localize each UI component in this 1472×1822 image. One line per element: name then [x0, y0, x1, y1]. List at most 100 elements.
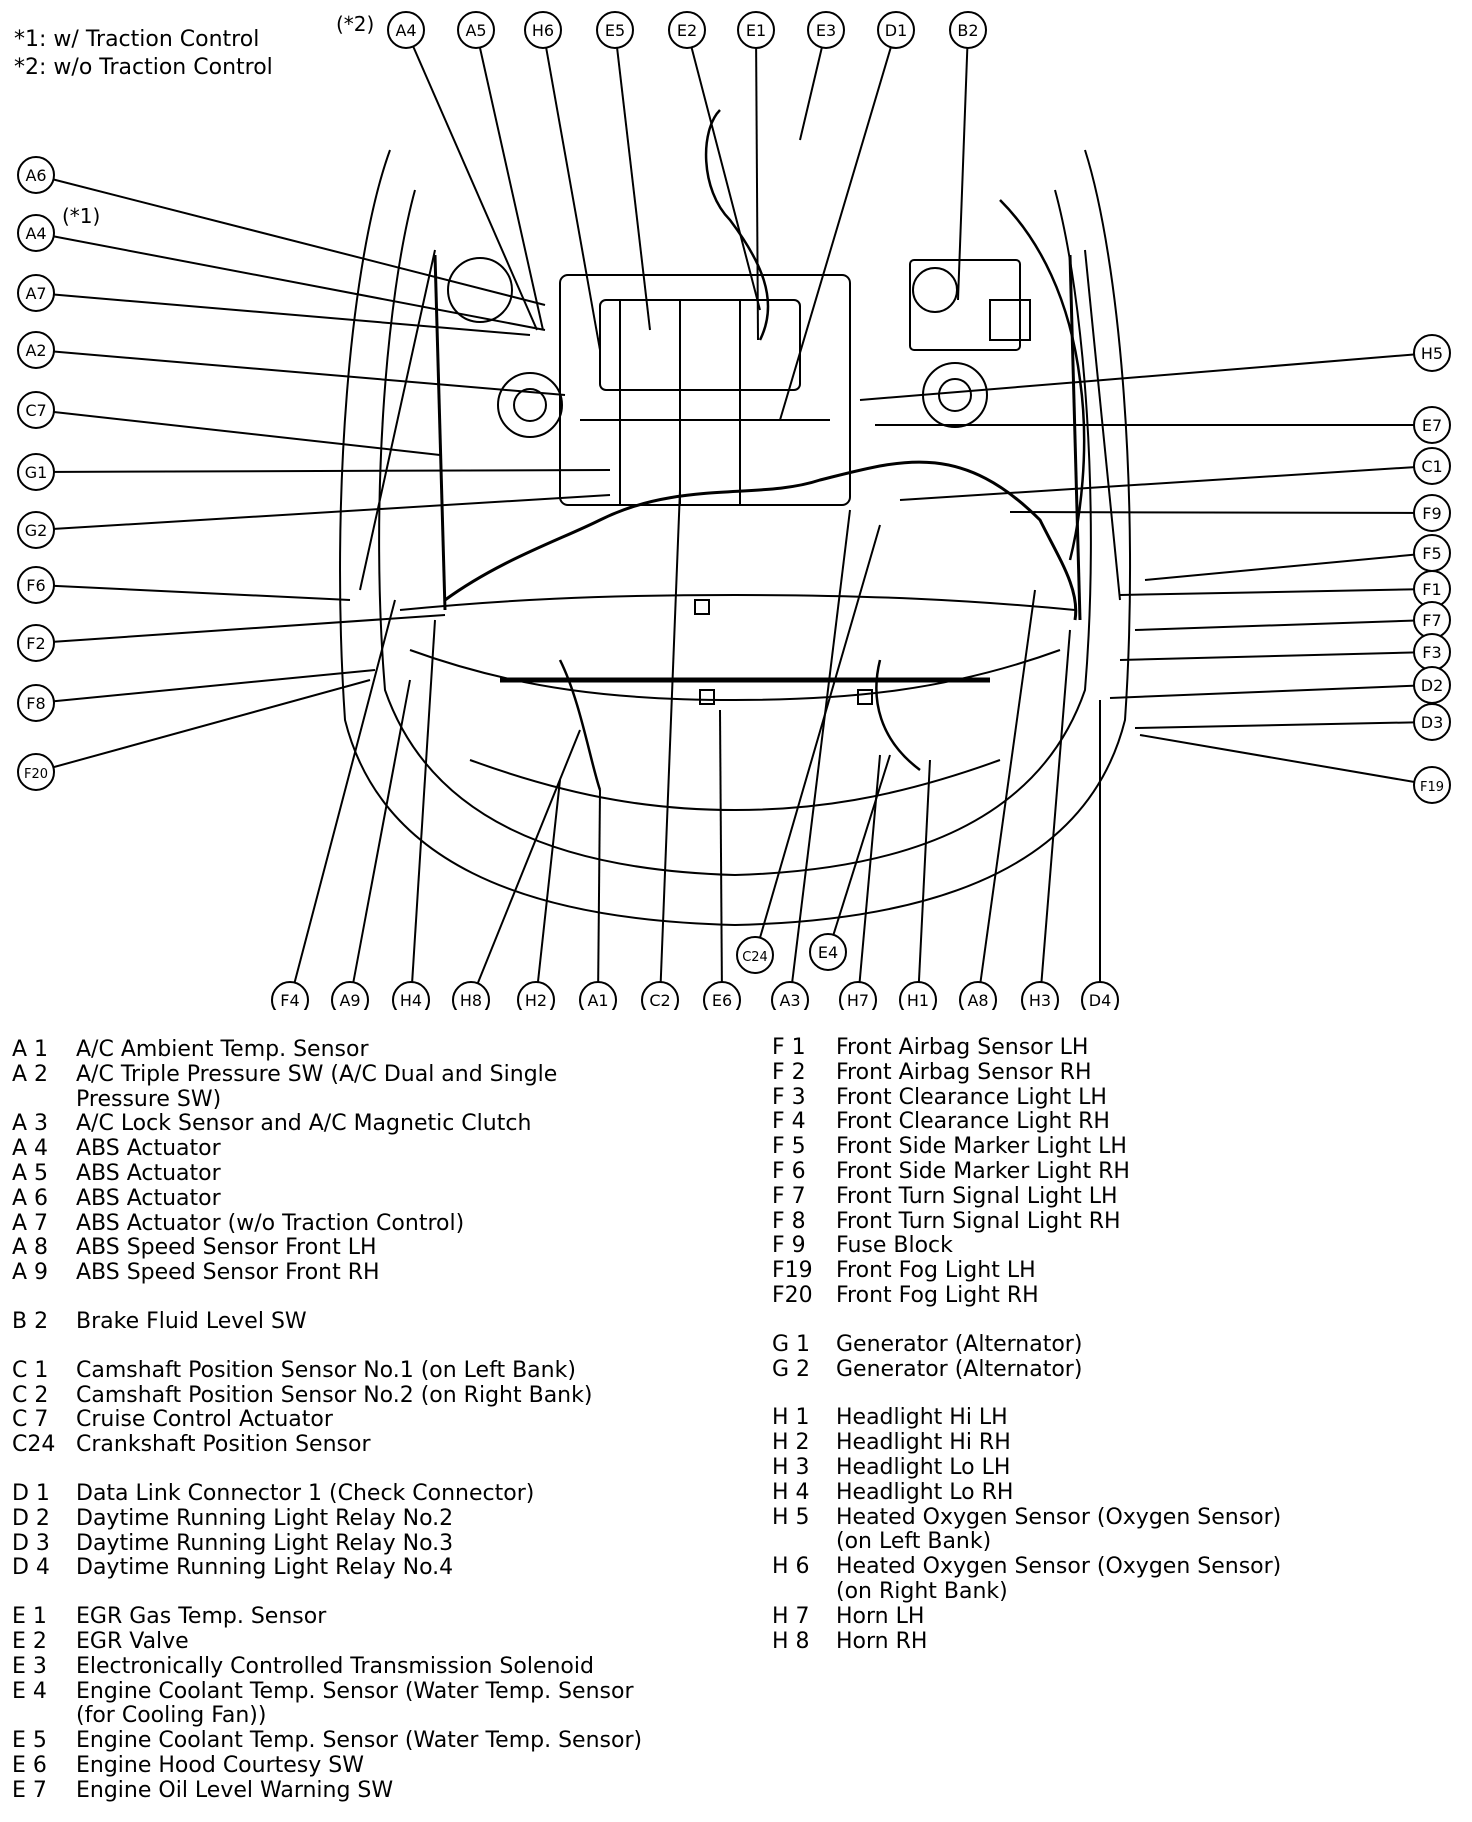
legend-code: E 2: [12, 1628, 47, 1654]
legend-description: A/C Triple Pressure SW (A/C Dual and Sin…: [76, 1061, 558, 1112]
callout-circle: [899, 981, 937, 1010]
legend-code: A 1: [12, 1037, 49, 1062]
front-lower-edge: [469, 759, 1001, 812]
callout-label: C2: [649, 991, 670, 1010]
callout-circle: [1413, 703, 1451, 741]
footnote-2: *2: w/o Traction Control: [14, 55, 273, 80]
callout-f20: F20: [17, 753, 55, 791]
leader-line-a9: [349, 679, 411, 1001]
legend-description: Fuse Block: [836, 1233, 953, 1259]
callout-circle: [392, 981, 430, 1010]
callout-label: D1: [885, 21, 908, 40]
legend-code: H 8: [772, 1628, 810, 1654]
brake-reservoir: [447, 257, 513, 323]
callout-g1: G1: [17, 453, 55, 491]
callout-h6: H6: [524, 11, 562, 49]
callout-h7: H7: [839, 981, 877, 1010]
legend-description: Camshaft Position Sensor No.1 (on Left B…: [76, 1357, 576, 1383]
legend-code: H 5: [772, 1504, 810, 1530]
legend-left-entry: D 4 Daytime Running Light Relay No.4: [12, 1556, 742, 1581]
legend-code: D 1: [12, 1480, 50, 1506]
callout-label: F20: [24, 767, 48, 782]
legend-code: E 6: [12, 1752, 47, 1778]
legend-code: D 3: [12, 1530, 50, 1556]
callout-label: F19: [1420, 780, 1444, 795]
intake-manifold: [599, 299, 801, 391]
legend-code: G 1: [772, 1331, 811, 1357]
callout-c2: C2: [641, 981, 679, 1010]
callout-label: E2: [677, 21, 697, 40]
callout-circle: [1413, 447, 1451, 485]
legend-description: Front Airbag Sensor LH: [836, 1035, 1089, 1060]
callout-label: E1: [746, 21, 766, 40]
legend-description: Front Side Marker Light RH: [836, 1158, 1130, 1184]
legend-code: F19: [772, 1258, 813, 1284]
callout-label: D2: [1421, 676, 1444, 695]
legend-code: F 6: [772, 1158, 806, 1184]
leader-line-c24: [754, 524, 881, 956]
legend-description: Heated Oxygen Sensor (Oxygen Sensor) (on…: [836, 1504, 1282, 1555]
legend-description: Daytime Running Light Relay No.4: [76, 1555, 454, 1581]
leader-line-h7: [857, 754, 881, 1001]
legend-description: Engine Hood Courtesy SW: [76, 1752, 364, 1778]
callout-a4: A4: [387, 11, 425, 49]
legend-description: Front Clearance Light RH: [836, 1109, 1110, 1135]
callout-label: A1: [587, 991, 608, 1010]
callout-label: H1: [907, 991, 929, 1010]
leader-lines: [35, 29, 1433, 1001]
callout-circle: [839, 981, 877, 1010]
legend-code: A 8: [12, 1235, 49, 1261]
legend-code: D 4: [12, 1555, 50, 1581]
callout-tag-without-traction: (*2): [336, 12, 375, 36]
legend-code: A 4: [12, 1136, 49, 1162]
callout-circle: [807, 11, 845, 49]
legend-description: ABS Speed Sensor Front LH: [76, 1235, 377, 1261]
legend-right-entry: H 8 Horn RH: [772, 1628, 1462, 1655]
legend-code: C 2: [12, 1382, 49, 1408]
leader-line-e5: [614, 29, 651, 331]
leader-line-e2: [686, 29, 761, 311]
callout-d2: D2: [1413, 666, 1451, 704]
callout-label: C7: [25, 401, 46, 420]
leader-line-f9: [1009, 511, 1433, 514]
callout-label: F5: [1422, 544, 1441, 563]
callout-label: H3: [1029, 991, 1051, 1010]
callout-label: C24: [742, 950, 768, 965]
leader-line-h3: [1039, 629, 1071, 1001]
battery-terminal: [989, 299, 1031, 341]
leader-line-g1: [35, 469, 611, 473]
front-right-harness: [875, 659, 921, 771]
battery: [909, 259, 1021, 351]
legend-description: Headlight Hi LH: [836, 1405, 1008, 1431]
legend-code: E 4: [12, 1678, 47, 1704]
callout-a6: A6: [17, 156, 55, 194]
callout-label: A5: [465, 21, 486, 40]
callout-circle: [17, 684, 55, 722]
legend-description: ABS Actuator: [76, 1185, 221, 1211]
legend-description: Horn RH: [836, 1628, 928, 1654]
legend-code: A 5: [12, 1160, 49, 1186]
callout-a9: A9: [331, 981, 369, 1010]
leader-line-a5: [475, 29, 544, 331]
callout-label: A6: [25, 166, 46, 185]
leader-line-f3: [1119, 651, 1433, 661]
callout-label: E3: [816, 21, 836, 40]
callout-circle: [959, 981, 997, 1010]
legend-description: Heated Oxygen Sensor (Oxygen Sensor) (on…: [836, 1554, 1282, 1604]
callout-label: F1: [1422, 580, 1441, 599]
callout-circle: [809, 933, 847, 971]
